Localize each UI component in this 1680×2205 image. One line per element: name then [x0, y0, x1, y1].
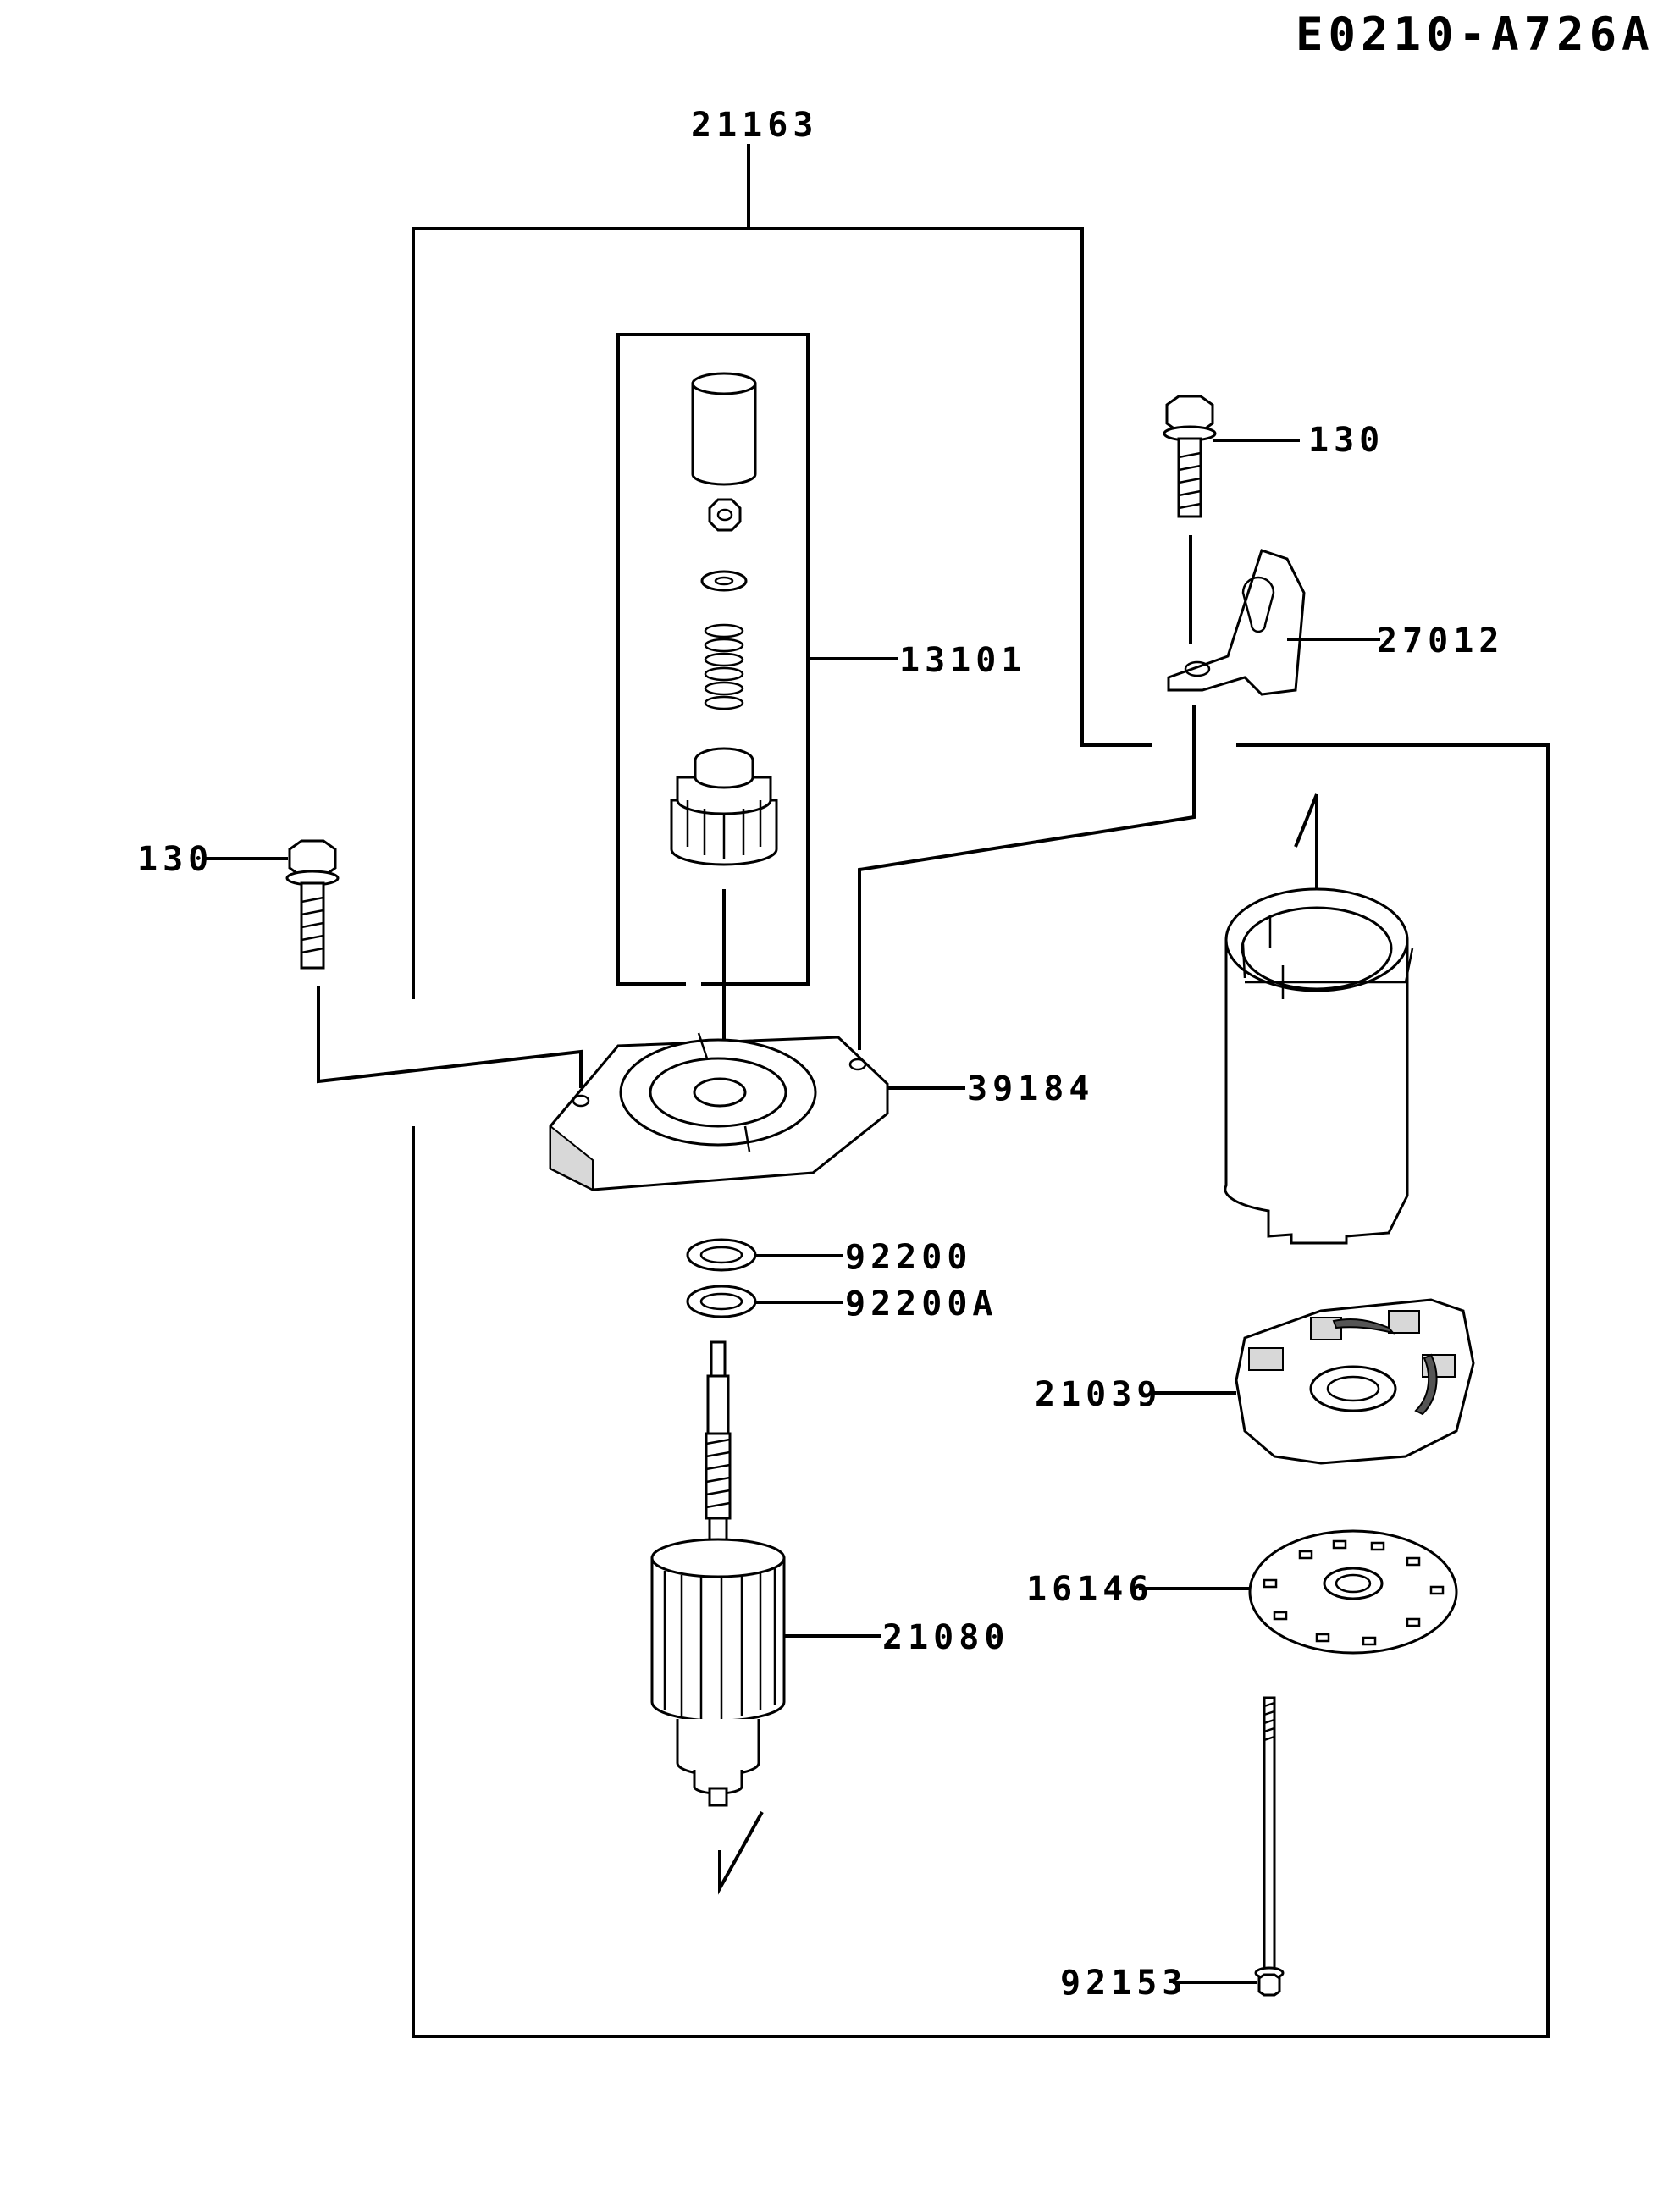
- label-bolt-left: 130: [137, 840, 214, 879]
- plate-part: [1139, 1529, 1458, 1655]
- brush-holder-part: [1152, 1298, 1475, 1465]
- through-bolt-part: [1173, 1696, 1285, 1997]
- pinion-parts: [670, 372, 778, 1043]
- label-bracket: 27012: [1377, 622, 1505, 660]
- bolt-left: [203, 839, 583, 1088]
- bracket-part: [858, 549, 1380, 1050]
- pinion-set-box: [616, 333, 898, 986]
- label-bolt-top: 130: [1308, 421, 1385, 460]
- label-washer-a: 92200A: [845, 1285, 998, 1324]
- label-plate: 16146: [1026, 1570, 1154, 1609]
- label-brush-holder: 21039: [1035, 1375, 1163, 1414]
- end-cover-part: [549, 1032, 965, 1191]
- label-through-bolt: 92153: [1060, 1964, 1188, 2003]
- washers: [686, 1238, 843, 1318]
- armature-part: [650, 1340, 881, 1895]
- assembly-frame: [412, 144, 1550, 2038]
- label-end-cover: 39184: [967, 1069, 1095, 1108]
- yoke-housing: [1224, 793, 1414, 1245]
- label-armature: 21080: [882, 1618, 1010, 1657]
- diagram-code: E0210-A726A: [1296, 8, 1655, 61]
- bolt-top-right: [1163, 395, 1300, 644]
- label-starter-assembly: 21163: [691, 106, 819, 145]
- label-pinion-set: 13101: [899, 641, 1027, 680]
- label-washer: 92200: [845, 1238, 973, 1277]
